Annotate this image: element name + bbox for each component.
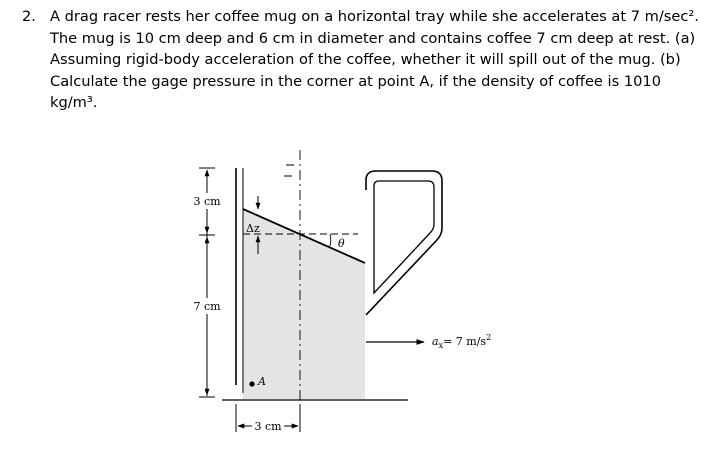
theta-label: θ	[338, 237, 345, 250]
coffee-liquid	[243, 209, 365, 399]
mug-handle-outer	[365, 170, 443, 316]
acceleration-exponent: 2	[486, 333, 491, 342]
problem-statement: 2. A drag racer rests her coffee mug on …	[22, 6, 702, 114]
acceleration-symbol: a	[432, 335, 439, 348]
free-surface-line	[242, 208, 366, 264]
dim-label-middle: 7 cm	[193, 300, 221, 313]
point-a-dot	[249, 381, 255, 387]
acceleration-subscript: x	[439, 341, 444, 350]
dim-label-middle-bg	[192, 298, 222, 314]
problem-number: 2.	[22, 8, 36, 25]
problem-line-3: Assuming rigid-body acceleration of the …	[50, 51, 681, 68]
problem-line-2: The mug is 10 cm deep and 6 cm in diamet…	[50, 29, 696, 47]
acceleration-label: ax= 7 m/s2	[432, 333, 491, 350]
acceleration-value: = 7 m/s	[443, 335, 486, 348]
theta-arc	[328, 233, 332, 249]
mug-handle-inner	[373, 180, 435, 295]
point-a-label: A	[257, 375, 266, 388]
problem-line-1: A drag racer rests her coffee mug on a h…	[50, 8, 699, 25]
delta-z-label: Δz	[246, 222, 260, 235]
problem-line-5: kg/m³.	[50, 94, 98, 111]
bottom-dim-label: 3 cm	[254, 420, 282, 433]
dim-label-top-bg	[192, 193, 222, 209]
problem-line-4: Calculate the gage pressure in the corne…	[50, 72, 661, 90]
dim-label-top: 3 cm	[193, 195, 221, 208]
